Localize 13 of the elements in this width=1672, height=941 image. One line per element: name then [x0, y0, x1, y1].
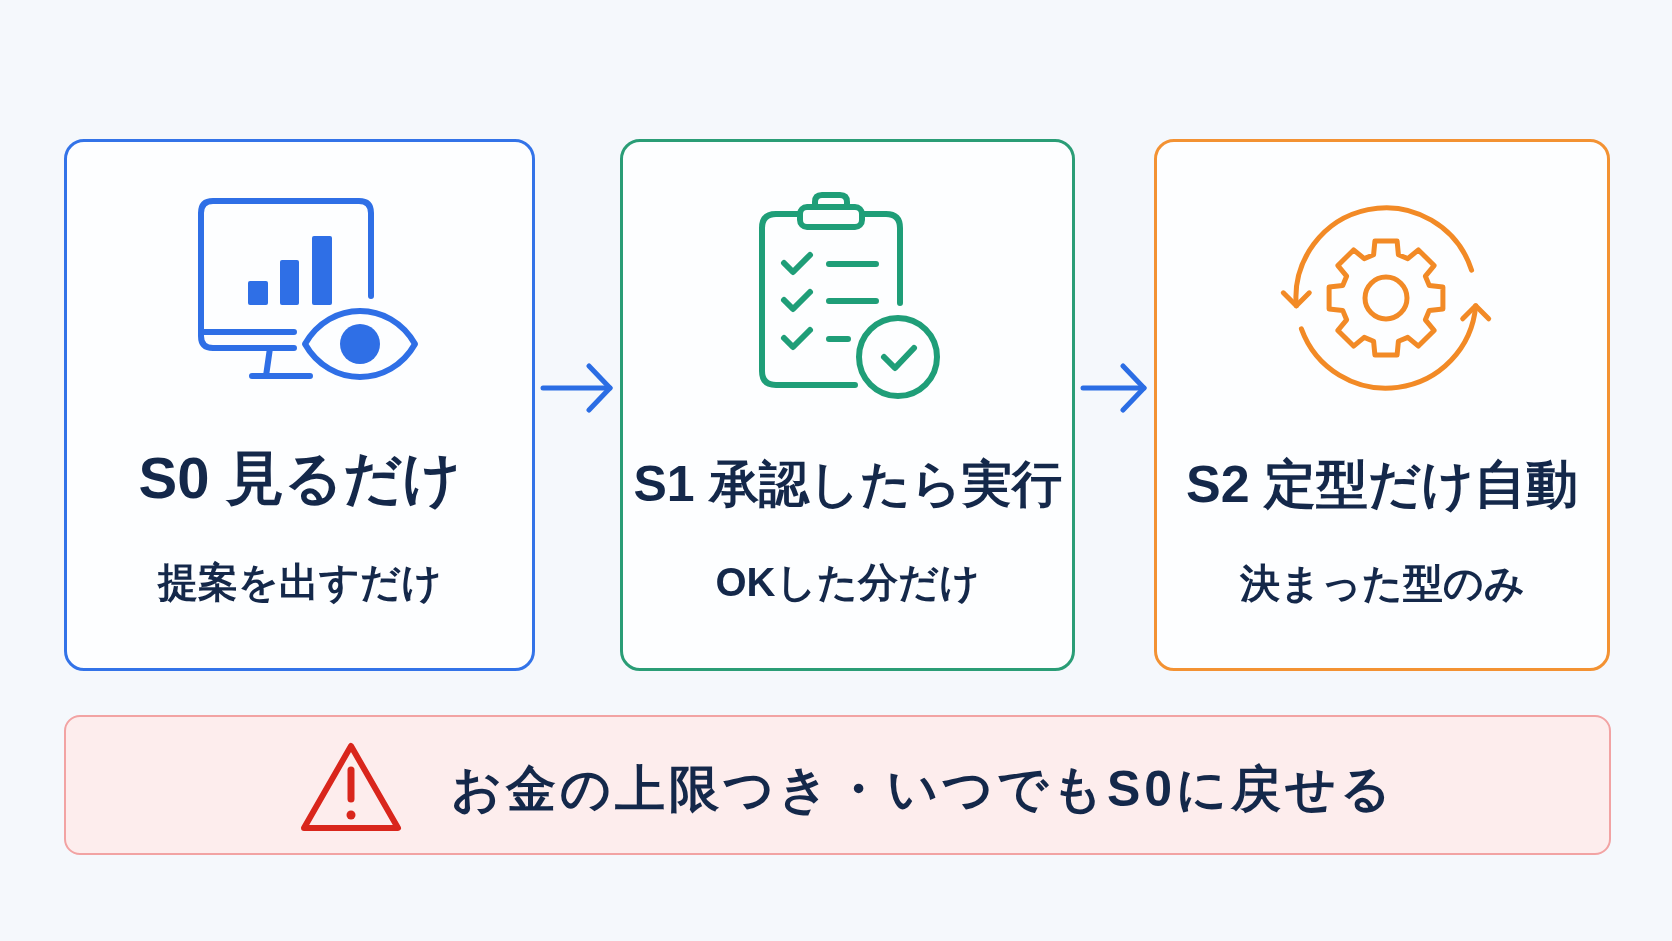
stage-card	[1154, 139, 1610, 671]
stage-card	[620, 139, 1075, 671]
stage-card	[64, 139, 535, 671]
arrow	[540, 363, 613, 413]
warning-banner	[64, 715, 1611, 855]
arrow	[1080, 363, 1147, 413]
stage-title: S1 承認したら実行	[633, 455, 1062, 514]
banner-text: お金の上限つき・いつでもS0に戻せる	[451, 760, 1396, 819]
stage-subtitle: 決まった型のみ	[1239, 560, 1525, 607]
stage-title: S2 定型だけ自動	[1186, 453, 1579, 515]
stage-subtitle: OKした分だけ	[715, 559, 980, 606]
stage-subtitle: 提案を出すだけ	[157, 559, 442, 606]
stage-title: S0 見るだけ	[138, 444, 461, 513]
